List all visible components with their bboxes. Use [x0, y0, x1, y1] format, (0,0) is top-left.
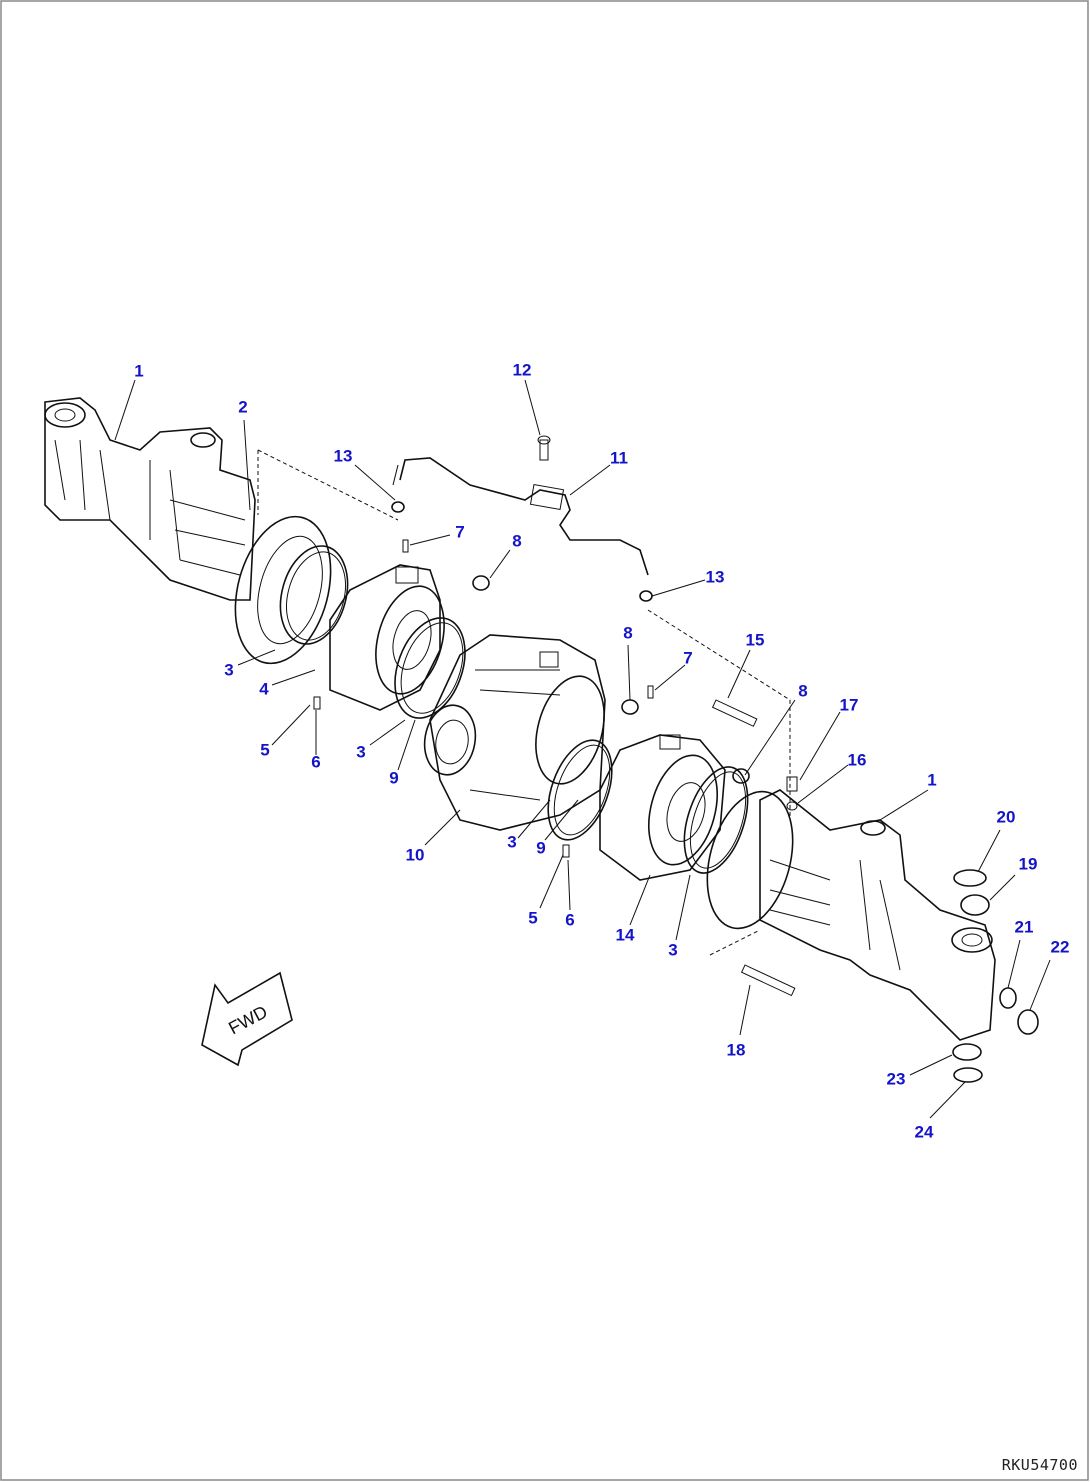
left-flange-ring-set — [234, 515, 349, 665]
small-parts — [313, 435, 1039, 1083]
right-axle-housing — [706, 789, 996, 1041]
center-carrier — [423, 634, 606, 831]
callout-1-right-housing: 1 — [927, 770, 937, 790]
leader-lines — [114, 379, 1051, 1119]
fwd-arrow — [201, 971, 293, 1067]
right-differential-cage — [599, 734, 726, 881]
breather-pipe — [392, 457, 649, 576]
callout-6-left: 6 — [311, 752, 321, 772]
callout-23: 23 — [886, 1069, 906, 1089]
callout-9-right: 9 — [536, 838, 546, 858]
callout-1-left-housing: 1 — [134, 361, 144, 381]
callout-4: 4 — [259, 679, 269, 699]
callout-3-left-ring: 3 — [224, 660, 234, 680]
callout-6-right: 6 — [565, 910, 575, 930]
callout-8-center: 8 — [623, 623, 633, 643]
left-axle-housing — [44, 397, 256, 601]
callout-2: 2 — [238, 397, 248, 417]
callout-21: 21 — [1014, 917, 1034, 937]
callout-11: 11 — [610, 448, 628, 468]
left-o-rings — [394, 617, 466, 719]
callout-22: 22 — [1050, 937, 1070, 957]
right-o-rings — [547, 739, 613, 841]
callout-3-right: 3 — [668, 940, 678, 960]
callout-13-right: 13 — [705, 567, 725, 587]
callout-14: 14 — [615, 925, 635, 945]
callout-3-left-oring: 3 — [356, 742, 366, 762]
callout-18: 18 — [726, 1040, 746, 1060]
callout-12: 12 — [512, 360, 532, 380]
assembly-guides — [257, 449, 791, 956]
callout-13-left: 13 — [333, 446, 353, 466]
drawing-id-label: RKU54700 — [1001, 1456, 1078, 1474]
callout-5-right: 5 — [528, 908, 538, 928]
callout-20: 20 — [996, 807, 1016, 827]
callout-17: 17 — [839, 695, 859, 715]
right-ring — [683, 766, 749, 874]
callout-3-center: 3 — [507, 832, 517, 852]
callout-8-right: 8 — [798, 681, 808, 701]
callout-10: 10 — [405, 845, 425, 865]
callout-9-left: 9 — [389, 768, 399, 788]
callout-8-left: 8 — [512, 531, 522, 551]
callout-16: 16 — [847, 750, 867, 770]
left-differential-cage — [329, 564, 445, 711]
callout-15: 15 — [745, 630, 765, 650]
callout-7-right: 7 — [683, 648, 693, 668]
callout-5-left: 5 — [260, 740, 270, 760]
callout-7-left: 7 — [455, 522, 465, 542]
callout-19: 19 — [1018, 854, 1038, 874]
callout-24: 24 — [914, 1122, 934, 1142]
